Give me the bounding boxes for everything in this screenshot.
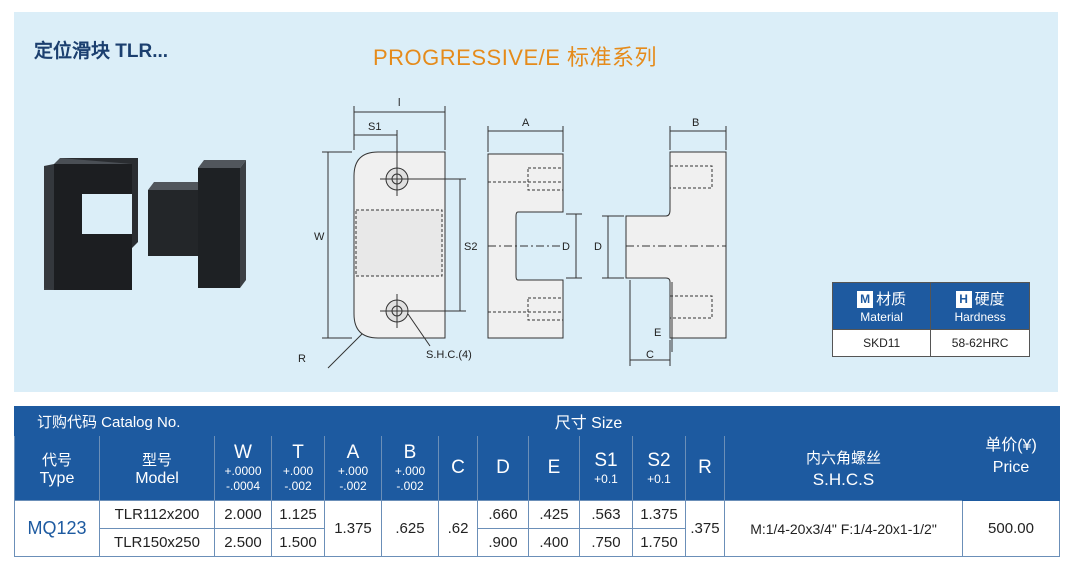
e-cell: .425 <box>528 500 580 529</box>
dim-s1-label: S1 <box>368 121 381 133</box>
dim-d2-label: D <box>594 241 602 253</box>
hardness-value: 58-62HRC <box>930 329 1030 357</box>
dim-c-label: C <box>646 349 654 361</box>
catalog-header: 订购代码 Catalog No. <box>14 406 215 436</box>
b-cell: .625 <box>381 500 439 557</box>
t-cell: 1.500 <box>271 528 325 557</box>
type-value: MQ123 <box>14 500 100 557</box>
dim-shc-label: S.H.C.(4) <box>426 349 472 361</box>
dim-w-label: W <box>314 231 325 243</box>
dim-e-label: E <box>654 327 661 339</box>
c-cell: .62 <box>438 500 478 557</box>
e-cell: .400 <box>528 528 580 557</box>
s1-cell: .750 <box>579 528 633 557</box>
material-value: SKD11 <box>831 329 932 357</box>
d-cell: .900 <box>477 528 529 557</box>
material-letter-icon: M <box>857 291 874 308</box>
s2-header: S2 +0.1 <box>632 435 686 501</box>
b-header: B +.000 -.002 <box>381 435 439 501</box>
model-cell: TLR150x250 <box>99 528 215 557</box>
dim-a-label: A <box>522 117 530 129</box>
d-header: D <box>477 435 529 501</box>
technical-drawing: l S1 W S2 R S.H.C.(4) A D D B E C <box>298 97 727 369</box>
c-header: C <box>438 435 478 501</box>
w-cell: 2.000 <box>214 500 272 529</box>
a-cell: 1.375 <box>324 500 382 557</box>
s1-header: S1 +0.1 <box>579 435 633 501</box>
shcs-header: 内六角螺丝 S.H.C.S <box>724 435 963 501</box>
s1-cell: .563 <box>579 500 633 529</box>
price-header: 单价(¥) Price <box>962 406 1060 501</box>
s2-cell: 1.375 <box>632 500 686 529</box>
dim-s2-label: S2 <box>464 241 477 253</box>
table-row: MQ123 TLR112x200 2.000 1.125 1.375 .625 … <box>14 500 1060 557</box>
e-header: E <box>528 435 580 501</box>
d-cell: .660 <box>477 500 529 529</box>
size-header: 尺寸 Size <box>214 406 963 436</box>
dim-b-label: B <box>692 117 699 129</box>
price-cell: 500.00 <box>962 500 1060 557</box>
page-title: 定位滑块 TLR... <box>34 41 169 62</box>
t-header: T +.000 -.002 <box>271 435 325 501</box>
w-header: W +.0000 -.0004 <box>214 435 272 501</box>
type-header: 代号 Type <box>14 435 100 501</box>
dim-d1-label: D <box>562 241 570 253</box>
s2-cell: 1.750 <box>632 528 686 557</box>
dim-r-label: R <box>298 353 306 365</box>
hardness-letter-icon: H <box>955 291 972 308</box>
model-header: 型号 Model <box>99 435 215 501</box>
spec-table: 订购代码 Catalog No. 尺寸 Size 单价(¥) Price 代号 … <box>14 406 1060 557</box>
w-cell: 2.500 <box>214 528 272 557</box>
table-row: TLR150x250 2.500 1.500 .900 .400 .750 1.… <box>15 528 1060 557</box>
r-header: R <box>685 435 725 501</box>
dim-l-label: l <box>398 97 400 109</box>
r-cell: .375 <box>685 500 725 557</box>
product-photo <box>44 158 246 290</box>
shcs-cell: M:1/4-20x3/4" F:1/4-20x1-1/2" <box>724 500 963 557</box>
t-cell: 1.125 <box>271 500 325 529</box>
model-cell: TLR112x200 <box>99 500 215 529</box>
a-header: A +.000 -.002 <box>324 435 382 501</box>
series-subtitle: PROGRESSIVE/E 标准系列 <box>373 45 658 70</box>
